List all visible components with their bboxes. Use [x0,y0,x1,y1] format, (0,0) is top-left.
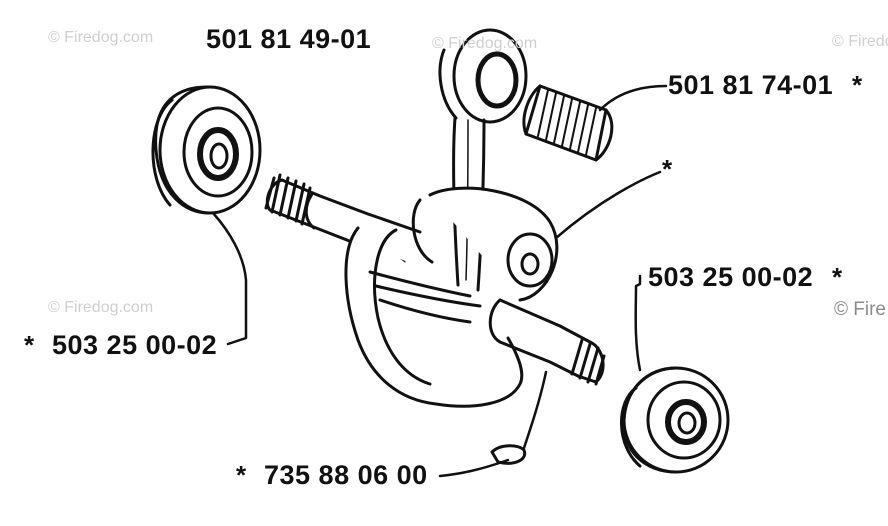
right-ball-bearing-drawing [620,366,730,474]
watermark: © Firedog.com [432,35,538,52]
watermark: © Fire [834,299,886,320]
left-bearing-marker: * [24,330,35,360]
right-shaft-drawing [488,298,606,386]
left-ball-bearing-drawing [151,85,262,215]
leader-lines [211,84,668,478]
left-shaft-drawing [264,173,422,264]
crankshaft-part-number: 501 81 49-01 [206,24,372,54]
right-bearing-marker: * [832,262,843,292]
needle-bearing-drawing [522,84,614,162]
right-bearing-part-number: 503 25 00-02 [648,262,814,292]
crank-pin-marker: * [662,154,673,184]
watermark: © Firedog.com [832,33,888,50]
key-marker: * [236,460,247,490]
watermark: © Firedog.com [48,299,154,316]
needle-bearing-part-number: 501 81 74-01 [668,70,834,100]
needle-bearing-marker: * [852,70,863,100]
connecting-rod-drawing [438,28,528,292]
key-drawing [490,444,527,465]
key-part-number: 735 88 06 00 [264,460,428,490]
watermark: © Firedog.com [48,29,154,46]
crank-web-drawing [344,186,559,408]
left-bearing-part-number: 503 25 00-02 [52,330,218,360]
